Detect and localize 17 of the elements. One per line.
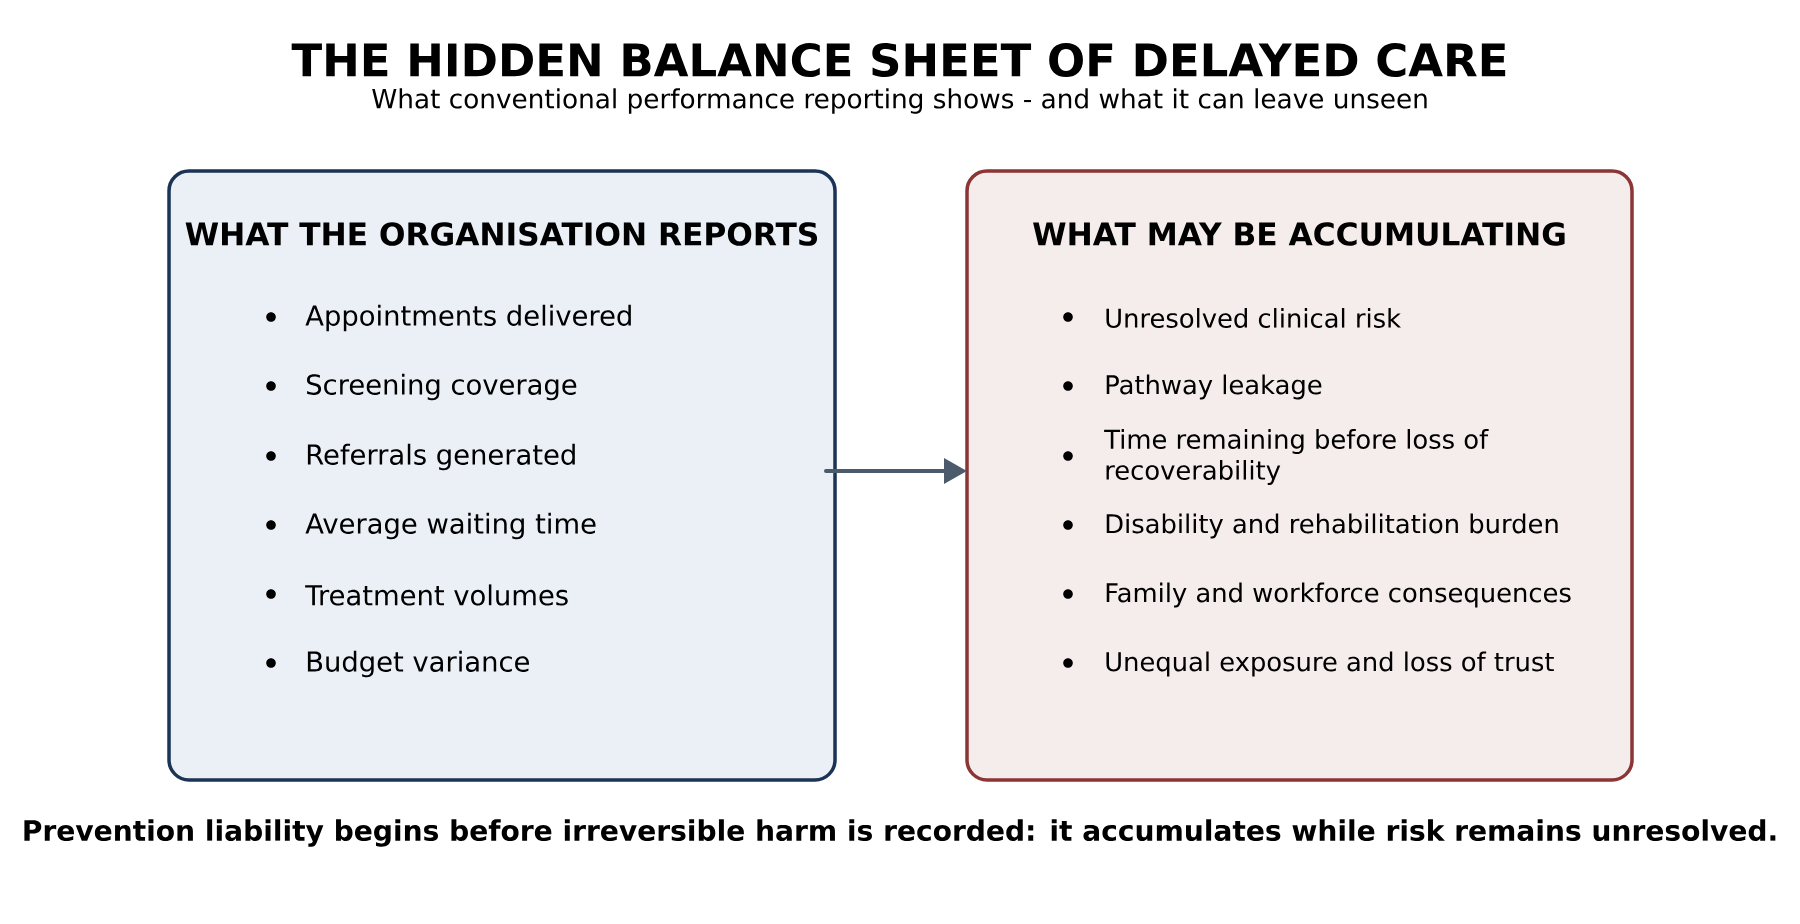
- panel-heading: WHAT THE ORGANISATION REPORTS: [185, 222, 818, 246]
- list-item: Budget variance: [307, 650, 529, 678]
- list-item: Disability and rehabilitation burden: [1106, 513, 1558, 539]
- subtitle: What conventional performance reporting shows - and what it can leave unseen: [372, 88, 1427, 114]
- caption: Prevention liability begins before irreversible harm is recorded: it accumulates while risk remains unresolved.: [24, 819, 1776, 847]
- list-item: Unresolved clinical risk: [1106, 308, 1401, 328]
- list-item: Pathway leakage: [1106, 374, 1322, 400]
- panel-heading: WHAT MAY BE ACCUMULATING: [1033, 222, 1565, 246]
- list-item: Time remaining before loss of recoverability: [1104, 429, 1489, 485]
- list-item: Unequal exposure and loss of trust: [1106, 651, 1554, 677]
- list-item: Appointments delivered: [305, 304, 631, 332]
- list-item: Family and workforce consequences: [1106, 582, 1571, 608]
- list-item: Treatment volumes: [305, 584, 568, 606]
- list-item: Average waiting time: [305, 512, 596, 540]
- list-item: Referrals generated: [307, 443, 575, 471]
- title: THE HIDDEN BALANCE SHEET OF DELAYED CARE: [291, 43, 1506, 77]
- list-item: Screening coverage: [307, 373, 577, 401]
